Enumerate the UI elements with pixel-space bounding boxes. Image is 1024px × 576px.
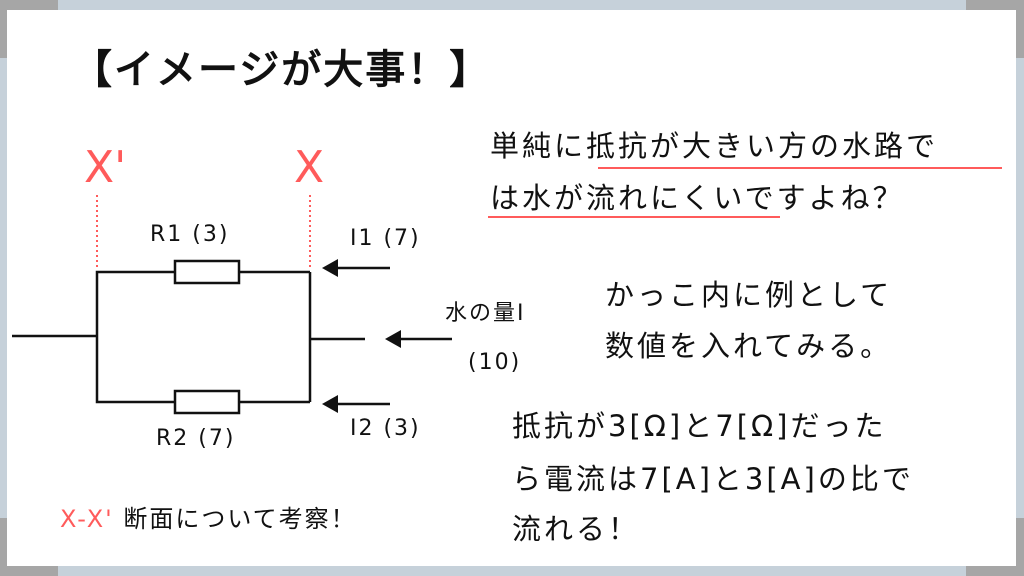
note-line-1: 単純に抵抗が大きい方の水路で (490, 132, 938, 161)
example-note-line-1: かっこ内に例として (605, 278, 893, 312)
section-caption-marker: X-X' (60, 505, 114, 533)
bottom-branch-wire (95, 336, 175, 404)
underline-2 (488, 216, 780, 218)
note-line-2-emphasis: は水が流れにくい (490, 181, 745, 215)
top-branch-wire (95, 270, 175, 336)
resistor-r1 (173, 259, 241, 285)
underline-1 (598, 167, 1002, 169)
section-caption-text: 断面について考察！ (123, 505, 357, 533)
i2-label: I2 (3) (350, 416, 421, 441)
arrow-total-head-icon (385, 330, 401, 348)
r1-label: R1 (3) (150, 222, 230, 247)
ratio-note-line-1: 抵抗が3[Ω]と7[Ω]だった (512, 409, 887, 443)
water-amount-label: 水の量I (445, 301, 526, 326)
ratio-note-line-3: 流れる！ (512, 512, 641, 546)
r2-label: R2 (7) (156, 426, 236, 451)
note-line-1-pre: 単純に (490, 129, 587, 163)
ratio-note-line-2: ら電流は7[A]と3[A]の比で (512, 462, 914, 496)
resistor-r2 (173, 389, 241, 415)
arrow-i2-head-icon (322, 395, 338, 413)
section-marker-x-prime: X' (84, 142, 127, 193)
water-amount-value: (10) (468, 350, 522, 375)
section-caption: X-X' 断面について考察！ (60, 507, 357, 531)
note-line-2: は水が流れにくいですよね？ (490, 184, 905, 213)
example-note-line-2: 数値を入れてみる。 (605, 329, 893, 363)
i1-label: I1 (7) (350, 226, 421, 251)
note-line-1-emphasis: 抵抗が大きい方の水路で (586, 129, 939, 163)
section-marker-x: X (294, 142, 325, 193)
arrow-i1-head-icon (322, 259, 338, 277)
slide-title: 【イメージが大事！】 (72, 47, 492, 93)
slide-card (7, 10, 1016, 566)
note-line-2-post: ですよね？ (744, 181, 905, 215)
